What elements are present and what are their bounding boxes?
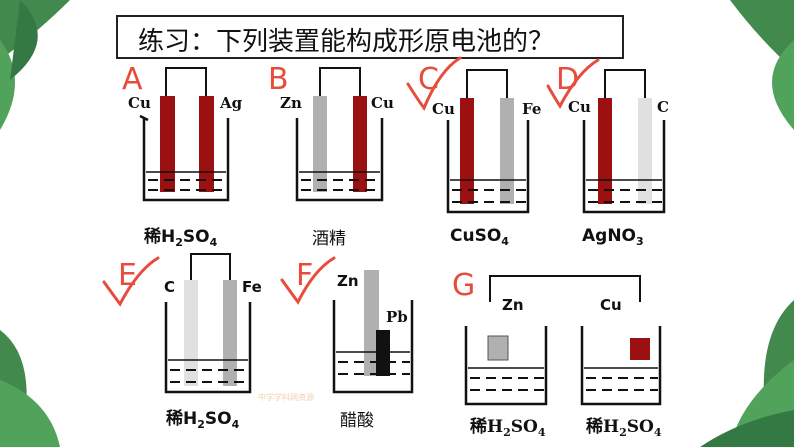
beaker bbox=[139, 114, 230, 202]
page-title: 练习：下列装置能构成形原电池的？ bbox=[138, 27, 555, 57]
electrode-label: Cu bbox=[371, 94, 394, 112]
electrode-label: Cu bbox=[128, 94, 151, 112]
solution-caption: 稀H2SO4 bbox=[470, 417, 546, 439]
check-d bbox=[546, 58, 600, 109]
setup-d bbox=[582, 69, 666, 214]
setup-g bbox=[464, 275, 662, 406]
solution-caption: AgNO3 bbox=[582, 226, 644, 248]
check-e bbox=[102, 256, 160, 307]
letter-b: B bbox=[268, 62, 289, 97]
letter-c: C bbox=[418, 62, 439, 97]
electrode-label: Fe bbox=[522, 100, 542, 118]
electrode-label: Fe bbox=[242, 278, 262, 296]
setup-e bbox=[164, 253, 252, 394]
solution-caption: CuSO4 bbox=[450, 226, 509, 248]
electrode-label: Zn bbox=[280, 94, 302, 112]
electrode-label: C bbox=[657, 98, 669, 116]
solution-caption: 醋酸 bbox=[340, 411, 374, 431]
electrode-ag bbox=[199, 96, 214, 192]
setup-c bbox=[446, 69, 530, 214]
solution-caption: 稀H2SO4 bbox=[586, 417, 662, 439]
setup-a bbox=[139, 67, 230, 202]
wire bbox=[165, 67, 207, 96]
solution-caption: 酒精 bbox=[312, 229, 346, 249]
letter-a: A bbox=[122, 62, 143, 97]
solution-caption: 稀H2SO4 bbox=[166, 409, 240, 431]
title-box: 练习：下列装置能构成形原电池的？ bbox=[116, 15, 624, 59]
setup-b bbox=[295, 67, 384, 202]
electrode-label: Cu bbox=[432, 100, 455, 118]
letter-f: F bbox=[296, 258, 314, 293]
setup-f bbox=[332, 270, 414, 394]
check-f bbox=[280, 256, 336, 305]
electrode-label: Zn bbox=[502, 296, 524, 314]
electrode-label: Ag bbox=[220, 94, 243, 112]
solution-caption: 稀H2SO4 bbox=[144, 227, 218, 249]
electrode-label: Cu bbox=[600, 296, 622, 314]
letter-g: G bbox=[452, 268, 476, 303]
electrode-label: Zn bbox=[337, 272, 359, 290]
letter-e: E bbox=[118, 258, 137, 293]
check-c bbox=[406, 56, 462, 111]
electrode-label: Cu bbox=[568, 98, 591, 116]
check-marks bbox=[102, 56, 600, 307]
letter-d: D bbox=[556, 62, 580, 97]
electrode-label: C bbox=[164, 278, 176, 296]
electrode-cu bbox=[160, 96, 175, 192]
watermark: 中学学科网资源 bbox=[258, 393, 314, 402]
liquid bbox=[146, 171, 226, 191]
electrode-label: Pb bbox=[386, 308, 408, 326]
